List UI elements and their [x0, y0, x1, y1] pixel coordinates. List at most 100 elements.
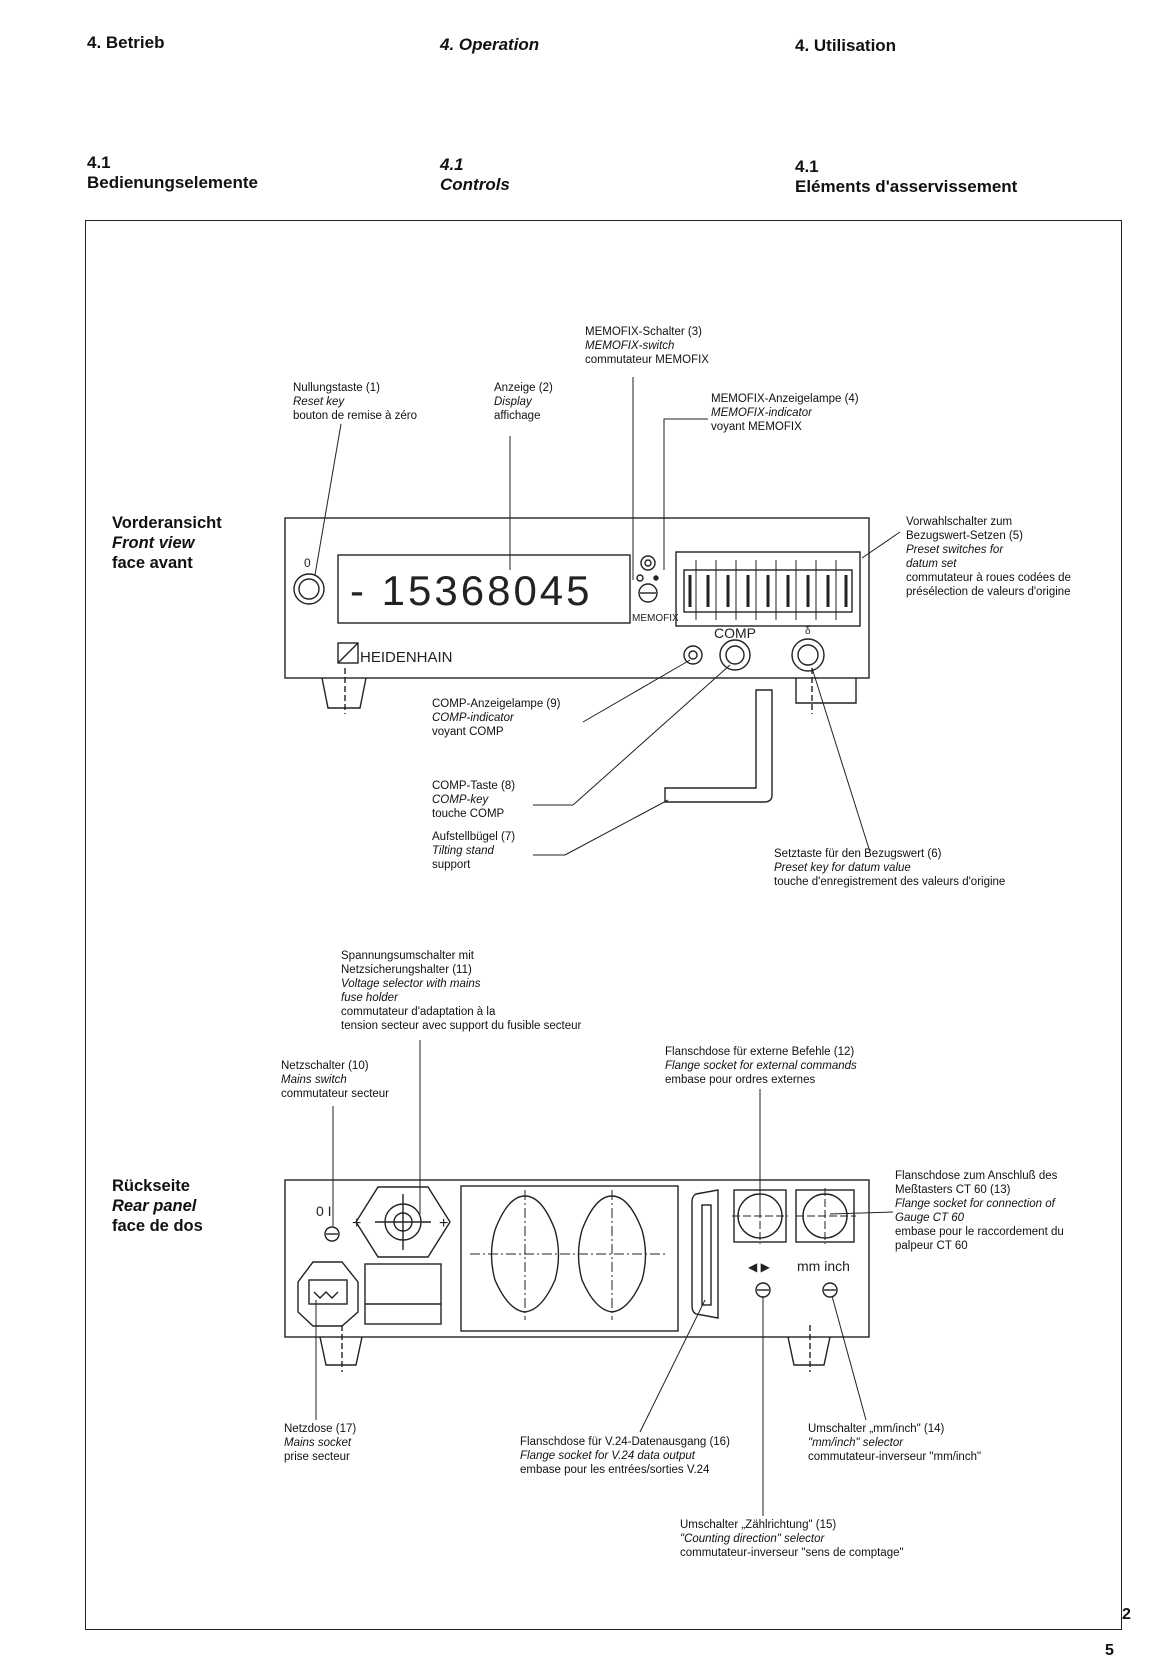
label-voltage-de2: Netzsicherungshalter (11) — [341, 964, 472, 976]
label-counting-direction: Umschalter „Zählrichtung" (15) "Counting… — [680, 1518, 904, 1560]
label-mains-switch: Netzschalter (10) Mains switch commutate… — [281, 1059, 389, 1101]
label-ext-commands-fr: embase pour ordres externes — [665, 1074, 816, 1086]
section-title-de: Bedienungselemente — [87, 173, 258, 192]
label-voltage-fr2: tension secteur avec support du fusible … — [341, 1020, 582, 1032]
label-gauge-en2: Gauge CT 60 — [895, 1212, 965, 1224]
fuse-panel — [364, 1263, 442, 1325]
display-readout: - 15368045 — [350, 567, 593, 614]
label-gauge-fr1: embase pour le raccordement du — [895, 1226, 1064, 1238]
label-voltage-de1: Spannungsumschalter mit — [341, 950, 474, 962]
label-voltage-fr1: commutateur d'adaptation à la — [341, 1006, 496, 1018]
label-ext-commands-en: Flange socket for external commands — [665, 1060, 857, 1072]
label-memofix-indicator-de: MEMOFIX-Anzeigelampe (4) — [711, 393, 859, 405]
header-en: 4. Operation — [440, 35, 540, 54]
label-preset-key-de: Setztaste für den Bezugswert (6) — [774, 848, 942, 860]
label-preset-key-en: Preset key for datum value — [774, 862, 911, 874]
rear-view-de: Rückseite — [112, 1177, 190, 1195]
reset-key-icon — [293, 573, 325, 605]
comp-indicator-icon — [683, 645, 703, 665]
header-de: 4. Betrieb — [87, 33, 165, 52]
label-preset-switches-de2: Bezugswert-Setzen (5) — [906, 530, 1023, 542]
tilting-stand-drawing — [664, 689, 773, 803]
label-tilting-stand-de: Aufstellbügel (7) — [432, 831, 516, 843]
mains-switch-text: 0 I — [316, 1203, 332, 1219]
label-preset-switches-de1: Vorwahlschalter zum — [906, 516, 1013, 528]
label-display: Anzeige (2) Display affichage — [494, 381, 553, 423]
label-gauge-de2: Meßtasters CT 60 (13) — [895, 1184, 1011, 1196]
voltage-selector-icon: + + — [352, 1186, 451, 1258]
label-mm-inch: Umschalter „mm/inch" (14) "mm/inch" sele… — [808, 1422, 981, 1464]
memofix-switch-icon — [638, 555, 658, 603]
label-comp-indicator-fr: voyant COMP — [432, 726, 504, 738]
label-v24-socket: Flanschdose für V.24-Datenausgang (16) F… — [520, 1435, 730, 1477]
label-preset-switches-en2: datum set — [906, 558, 957, 570]
front-panel-drawing: 0 - 15368045 MEMOFIX — [284, 517, 870, 803]
label-v24-de: Flanschdose für V.24-Datenausgang (16) — [520, 1436, 730, 1448]
label-display-de: Anzeige (2) — [494, 382, 553, 394]
label-memofix-switch-fr: commutateur MEMOFIX — [585, 354, 709, 366]
front-view-en: Front view — [112, 534, 195, 552]
svg-text:δ: δ — [805, 626, 811, 637]
label-gauge-fr2: palpeur CT 60 — [895, 1240, 968, 1252]
label-comp-key-en: COMP-key — [432, 794, 489, 806]
label-mains-socket: Netzdose (17) Mains socket prise secteur — [284, 1422, 356, 1464]
preset-switches-drawing — [675, 551, 861, 627]
figure-frame — [85, 220, 1122, 1630]
section-title-en: Controls — [440, 175, 510, 194]
label-preset-switches: Vorwahlschalter zum Bezugswert-Setzen (5… — [906, 515, 1071, 599]
memofix-panel-label: MEMOFIX — [632, 613, 679, 624]
section-number-en: 4.1 — [440, 155, 464, 174]
header-fr: 4. Utilisation — [795, 36, 897, 55]
label-comp-indicator-de: COMP-Anzeigelampe (9) — [432, 698, 561, 710]
label-gauge-socket: Flanschdose zum Anschluß des Meßtasters … — [895, 1169, 1064, 1253]
label-mm-inch-fr: commutateur-inverseur "mm/inch" — [808, 1451, 982, 1463]
label-gauge-en1: Flange socket for connection of — [895, 1198, 1055, 1210]
label-comp-key: COMP-Taste (8) COMP-key touche COMP — [432, 779, 515, 821]
label-preset-switches-fr2: présélection de valeurs d'origine — [906, 586, 1071, 598]
reset-symbol-icon: 0 — [304, 556, 311, 570]
label-counting-en: "Counting direction" selector — [680, 1533, 825, 1545]
label-mains-socket-en: Mains socket — [284, 1437, 352, 1449]
comp-key-icon — [719, 639, 751, 671]
rear-view-title: Rückseite Rear panel face de dos — [112, 1176, 203, 1236]
cover-plate — [460, 1185, 679, 1332]
label-memofix-indicator-en: MEMOFIX-indicator — [711, 407, 812, 419]
svg-text:+: + — [439, 1215, 448, 1232]
front-leader-lines — [314, 377, 901, 856]
label-reset-de: Nullungstaste (1) — [293, 382, 380, 394]
display-window — [337, 554, 631, 624]
label-mm-inch-de: Umschalter „mm/inch" (14) — [808, 1423, 945, 1435]
rear-view-en: Rear panel — [112, 1197, 197, 1215]
memofix-indicator-icon — [636, 574, 644, 582]
label-comp-key-fr: touche COMP — [432, 808, 505, 820]
label-mains-switch-fr: commutateur secteur — [281, 1088, 390, 1100]
label-voltage-selector: Spannungsumschalter mit Netzsicherungsha… — [341, 949, 581, 1033]
label-counting-de: Umschalter „Zählrichtung" (15) — [680, 1519, 837, 1531]
label-mains-socket-fr: prise secteur — [284, 1451, 350, 1463]
label-ext-commands-de: Flanschdose für externe Befehle (12) — [665, 1046, 855, 1058]
counting-direction-switch-icon — [755, 1282, 771, 1298]
label-tilting-stand-en: Tilting stand — [432, 845, 494, 857]
label-ext-commands: Flanschdose für externe Befehle (12) Fla… — [665, 1045, 857, 1087]
label-reset-fr: bouton de remise à zéro — [293, 410, 418, 422]
section-de: 4.1 Bedienungselemente — [87, 153, 258, 193]
gauge-socket-icon — [795, 1188, 856, 1244]
comp-panel-label: COMP — [714, 625, 756, 641]
label-counting-fr: commutateur-inverseur "sens de comptage" — [680, 1547, 904, 1559]
counting-direction-arrows-icon: ◀ ▶ — [748, 1260, 771, 1274]
label-preset-switches-en1: Preset switches for — [906, 544, 1004, 556]
preset-key-icon: δ — [791, 626, 825, 672]
rear-view-fr: face de dos — [112, 1217, 203, 1235]
label-display-fr: affichage — [494, 410, 541, 422]
brand-label: HEIDENHAIN — [360, 649, 453, 666]
label-comp-indicator: COMP-Anzeigelampe (9) COMP-indicator voy… — [432, 697, 560, 739]
section-en: 4.1 Controls — [440, 155, 510, 195]
section-fr: 4.1 Eléments d'asservissement — [795, 157, 1017, 197]
label-mm-inch-en: "mm/inch" selector — [808, 1437, 904, 1449]
label-reset-en: Reset key — [293, 396, 345, 408]
label-voltage-en1: Voltage selector with mains — [341, 978, 481, 990]
label-tilting-stand-fr: support — [432, 859, 471, 871]
label-v24-fr: embase pour les entrées/sorties V.24 — [520, 1464, 710, 1476]
label-comp-indicator-en: COMP-indicator — [432, 712, 514, 724]
